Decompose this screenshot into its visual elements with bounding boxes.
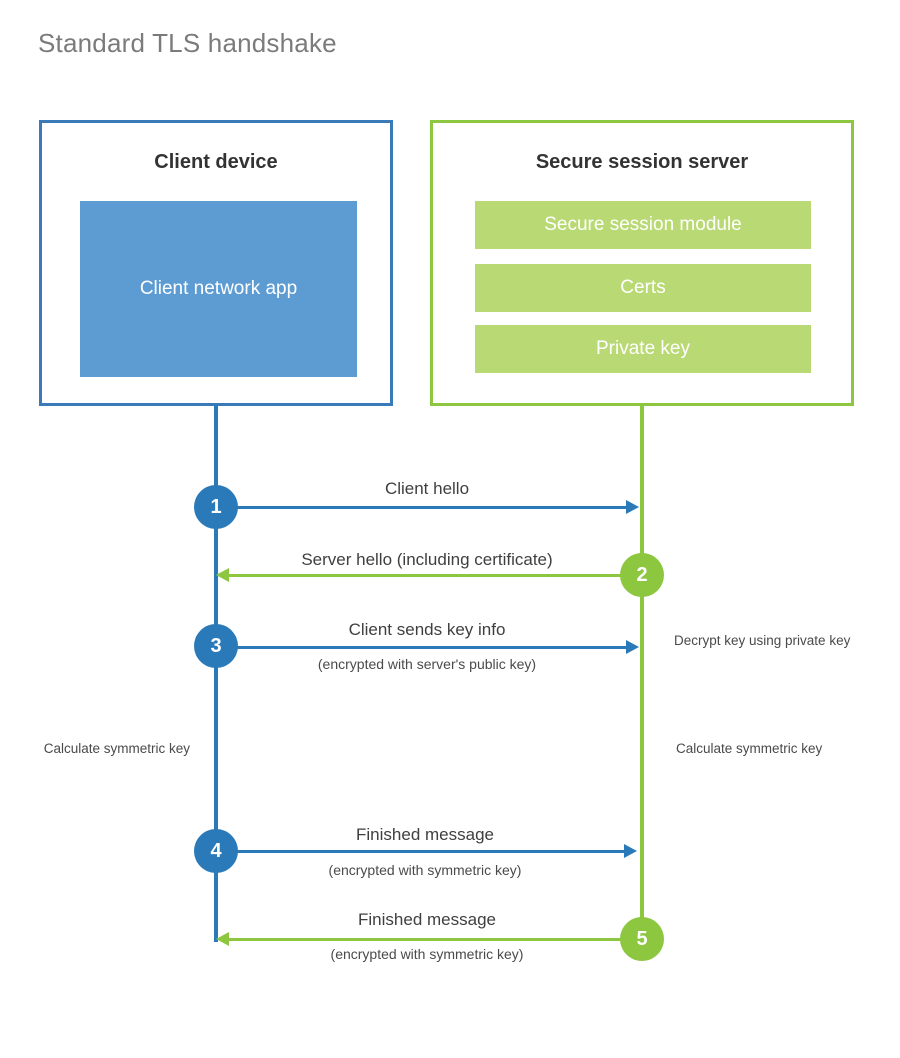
- note-calculate-symmetric-key-client: Calculate symmetric key: [43, 741, 190, 756]
- arrow-head-step-4: [624, 844, 637, 858]
- message-label-step-1: Client hello: [384, 479, 470, 498]
- message-sublabel-step-4: (encrypted with symmetric key): [328, 862, 522, 878]
- secure-session-server-title: Secure session server: [535, 151, 749, 173]
- note-calculate-symmetric-key-server: Calculate symmetric key: [676, 741, 823, 756]
- arrow-head-step-5: [216, 932, 229, 946]
- arrow-line-step-3: [216, 646, 626, 649]
- client-device-title: Client device: [154, 151, 278, 173]
- step-circle-5: 5: [620, 917, 664, 961]
- secure-session-server-box: Secure session server Secure session mod…: [430, 120, 854, 406]
- message-sublabel-step-5: (encrypted with symmetric key): [330, 946, 524, 962]
- message-label-step-3: Client sends key info: [348, 620, 506, 639]
- server-component-secure-session-module: Secure session module: [475, 201, 811, 249]
- arrow-line-step-5: [229, 938, 624, 941]
- step-circle-2: 2: [620, 553, 664, 597]
- step-circle-4: 4: [194, 829, 238, 873]
- client-device-box: Client device Client network app: [39, 120, 393, 406]
- arrow-head-step-2: [216, 568, 229, 582]
- arrow-line-step-2: [229, 574, 624, 577]
- server-component-private-key: Private key: [475, 325, 811, 373]
- arrow-line-step-4: [216, 850, 624, 853]
- client-lifeline: [214, 405, 218, 942]
- client-network-app-block: Client network app: [80, 201, 357, 377]
- server-component-certs: Certs: [475, 264, 811, 312]
- server-lifeline: [640, 405, 644, 940]
- arrow-head-step-3: [626, 640, 639, 654]
- message-label-step-2: Server hello (including certificate): [301, 550, 553, 569]
- arrow-head-step-1: [626, 500, 639, 514]
- page-title: Standard TLS handshake: [38, 28, 337, 58]
- arrow-line-step-1: [216, 506, 626, 509]
- message-sublabel-step-3: (encrypted with server's public key): [317, 656, 537, 672]
- message-label-step-4: Finished message: [356, 825, 494, 844]
- step-circle-1: 1: [194, 485, 238, 529]
- step-circle-3: 3: [194, 624, 238, 668]
- message-label-step-5: Finished message: [358, 910, 496, 929]
- note-decrypt-key: Decrypt key using private key: [674, 633, 851, 648]
